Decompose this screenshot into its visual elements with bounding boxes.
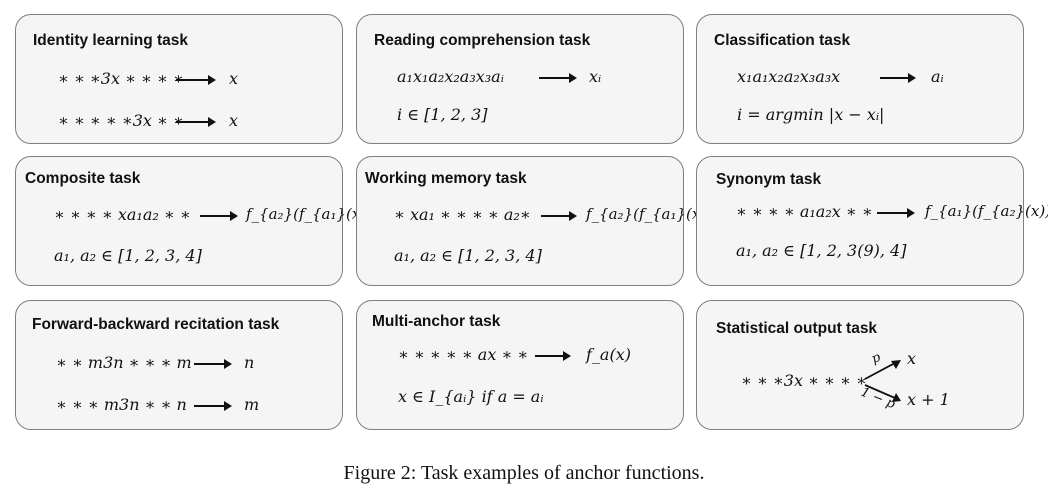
arrow-icon (176, 75, 216, 85)
example-output: xᵢ (589, 67, 602, 86)
example-input: ∗ ∗ ∗3x ∗ ∗ ∗ ∗ (741, 371, 867, 390)
panel-title: Statistical output task (716, 320, 878, 337)
panel-working-memory: Working memory task ∗ xa₁ ∗ ∗ ∗ ∗ a₂∗ f_… (356, 156, 712, 286)
panel-title: Working memory task (365, 170, 527, 187)
panel-forward-backward-recitation: Forward-backward recitation task ∗ ∗ m3n… (15, 300, 343, 430)
example-output: f_{a₁}(f_{a₂}(x)) (925, 202, 1048, 220)
branch-arrow-lower (864, 384, 896, 399)
example-input: ∗ ∗ ∗ ∗ a₁a₂x ∗ ∗ (736, 202, 873, 221)
panel-title: Forward-backward recitation task (32, 316, 280, 333)
panel-composite: Composite task ∗ ∗ ∗ ∗ xa₁a₂ ∗ ∗ f_{a₂}(… (15, 156, 372, 286)
branch-arrows (864, 360, 901, 402)
example-output: m (244, 395, 260, 414)
condition: a₁, a₂ ∈ [1, 2, 3(9), 4] (736, 241, 907, 260)
example-input: ∗ ∗ ∗ ∗ xa₁a₂ ∗ ∗ (54, 205, 191, 224)
panel-title: Multi-anchor task (372, 313, 501, 330)
example-output: aᵢ (931, 67, 944, 86)
example-input: ∗ ∗ m3n ∗ ∗ ∗ m (56, 353, 192, 372)
branch-arrowhead-upper (891, 360, 901, 369)
example-input: ∗ xa₁ ∗ ∗ ∗ ∗ a₂∗ (394, 205, 531, 224)
panel-multi-anchor: Multi-anchor task ∗ ∗ ∗ ∗ ∗ ax ∗ ∗ f_a(x… (356, 300, 684, 430)
condition: a₁, a₂ ∈ [1, 2, 3, 4] (394, 246, 542, 265)
example-input: ∗ ∗ ∗3x ∗ ∗ ∗ ∗ (58, 69, 184, 88)
example-input: a₁x₁a₂x₂a₃x₃aᵢ (397, 67, 504, 86)
figure-caption: Figure 2: Task examples of anchor functi… (343, 462, 705, 484)
panel-statistical-output: Statistical output task ∗ ∗ ∗3x ∗ ∗ ∗ ∗ … (696, 300, 1024, 430)
example-input: ∗ ∗ ∗ ∗ ∗3x ∗ ∗ (58, 111, 184, 130)
example-output: f_{a₂}(f_{a₁}(x)) (246, 205, 373, 223)
arrow-icon (539, 73, 577, 83)
condition: a₁, a₂ ∈ [1, 2, 3, 4] (54, 246, 202, 265)
panel-identity-learning: Identity learning task ∗ ∗ ∗3x ∗ ∗ ∗ ∗ x… (15, 14, 343, 144)
panel-title: Reading comprehension task (374, 32, 591, 49)
condition: i = argmin |x − xᵢ| (737, 105, 885, 124)
condition: i ∈ [1, 2, 3] (397, 105, 488, 124)
panel-title: Identity learning task (33, 32, 189, 49)
arrow-icon (200, 211, 238, 221)
arrow-icon (535, 351, 571, 361)
example-input: x₁a₁x₂a₂x₃a₃x (737, 67, 841, 86)
example-output: x (229, 69, 239, 88)
example-input: ∗ ∗ ∗ m3n ∗ ∗ n (56, 395, 187, 414)
branch-arrow-upper (864, 362, 896, 380)
example-output: f_a(x) (586, 345, 631, 364)
panel-title: Classification task (714, 32, 851, 49)
example-output: x (229, 111, 239, 130)
panel-classification: Classification task x₁a₁x₂a₂x₃a₃x aᵢ i =… (696, 14, 1024, 144)
arrow-icon (541, 211, 577, 221)
condition: x ∈ I_{aᵢ} if a = aᵢ (398, 387, 544, 406)
arrow-icon (194, 401, 232, 411)
branch-output: x (907, 349, 917, 368)
arrow-icon (877, 208, 915, 218)
branch-output: x + 1 (907, 390, 950, 409)
example-output: n (244, 353, 255, 372)
example-output: f_{a₂}(f_{a₁}(x)) (586, 205, 713, 223)
branch-arrowhead-lower (892, 393, 901, 402)
arrow-icon (880, 73, 916, 83)
arrow-icon (194, 359, 232, 369)
panel-title: Composite task (25, 170, 141, 187)
arrow-icon (176, 117, 216, 127)
example-input: ∗ ∗ ∗ ∗ ∗ ax ∗ ∗ (398, 345, 529, 364)
panel-synonym: Synonym task ∗ ∗ ∗ ∗ a₁a₂x ∗ ∗ f_{a₁}(f_… (696, 156, 1048, 286)
panel-title: Synonym task (716, 171, 822, 188)
panel-reading-comprehension: Reading comprehension task a₁x₁a₂x₂a₃x₃a… (356, 14, 684, 144)
